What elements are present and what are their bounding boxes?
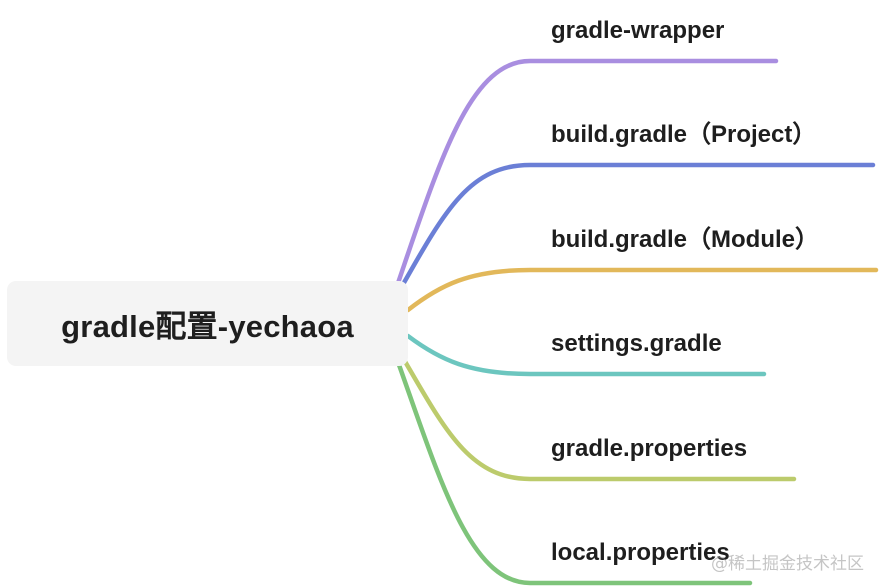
connector-gradle-properties [400, 355, 797, 482]
connector-gradle-wrapper [394, 58, 779, 289]
branch-build-gradle-project[interactable]: build.gradle（Project） [551, 121, 817, 148]
branch-settings-gradle[interactable]: settings.gradle [551, 330, 722, 357]
branch-local-properties[interactable]: local.properties [551, 539, 730, 566]
connector-local-properties [395, 359, 753, 586]
connector-build-gradle-project [398, 162, 876, 291]
branch-gradle-wrapper[interactable]: gradle-wrapper [551, 17, 725, 44]
connector-build-gradle-module [405, 267, 879, 313]
root-node[interactable]: gradle配置-yechaoa [7, 281, 408, 366]
branch-build-gradle-module[interactable]: build.gradle（Module） [551, 226, 819, 253]
connector-settings-gradle [405, 333, 767, 377]
root-node-label: gradle配置-yechaoa [61, 309, 354, 344]
watermark: @稀土掘金技术社区 [711, 554, 864, 574]
branch-gradle-properties[interactable]: gradle.properties [551, 435, 748, 462]
